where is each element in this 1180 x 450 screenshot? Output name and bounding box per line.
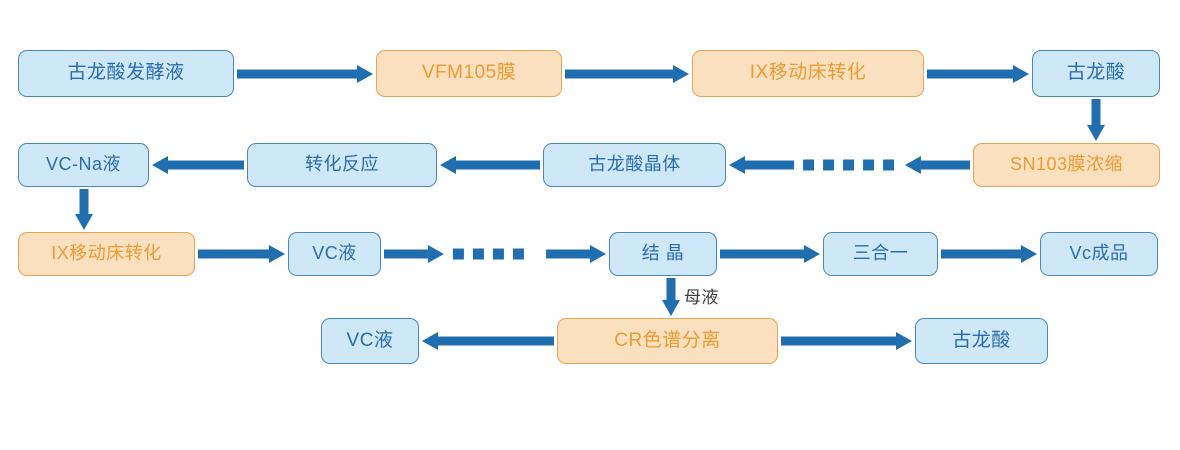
node-n2[interactable]: VFM105膜 <box>376 50 562 97</box>
node-n9[interactable]: IX移动床转化 <box>18 232 195 276</box>
node-n16[interactable]: 古龙酸 <box>915 318 1048 364</box>
node-n6[interactable]: 古龙酸晶体 <box>543 143 726 187</box>
edge-n9-to-n10 <box>194 234 289 274</box>
node-n5[interactable]: SN103膜浓缩 <box>973 143 1160 187</box>
edge-n8-to-n9 <box>62 185 106 234</box>
edge-n4-to-n5 <box>1074 95 1118 145</box>
edge-n1-to-n2 <box>233 54 377 94</box>
node-n14[interactable]: CR色谱分离 <box>557 318 778 364</box>
edge-n5-to-n6 <box>725 145 974 185</box>
edge-n11-to-n12 <box>716 234 824 274</box>
edge-n11-to-n14 <box>649 274 693 320</box>
edge-n6-to-n7 <box>436 145 544 185</box>
node-n15[interactable]: VC液 <box>321 318 419 364</box>
edge-label-mother-liquor: 母液 <box>684 288 719 307</box>
node-n1[interactable]: 古龙酸发酵液 <box>18 50 234 97</box>
node-n10[interactable]: VC液 <box>288 232 381 276</box>
node-n12[interactable]: 三合一 <box>823 232 938 276</box>
edge-n12-to-n13 <box>937 234 1041 274</box>
node-n7[interactable]: 转化反应 <box>247 143 437 187</box>
edge-n2-to-n3 <box>561 54 693 94</box>
node-n13[interactable]: Vc成品 <box>1040 232 1158 276</box>
edge-n7-to-n8 <box>148 145 248 185</box>
node-n8[interactable]: VC-Na液 <box>18 143 149 187</box>
node-n4[interactable]: 古龙酸 <box>1032 50 1160 97</box>
edge-n14-to-n15 <box>418 321 558 361</box>
node-n11[interactable]: 结 晶 <box>609 232 717 276</box>
node-n3[interactable]: IX移动床转化 <box>692 50 924 97</box>
edge-n10-to-n11 <box>380 234 610 274</box>
edge-n14-to-n16 <box>777 321 916 361</box>
edge-n3-to-n4 <box>923 54 1033 94</box>
